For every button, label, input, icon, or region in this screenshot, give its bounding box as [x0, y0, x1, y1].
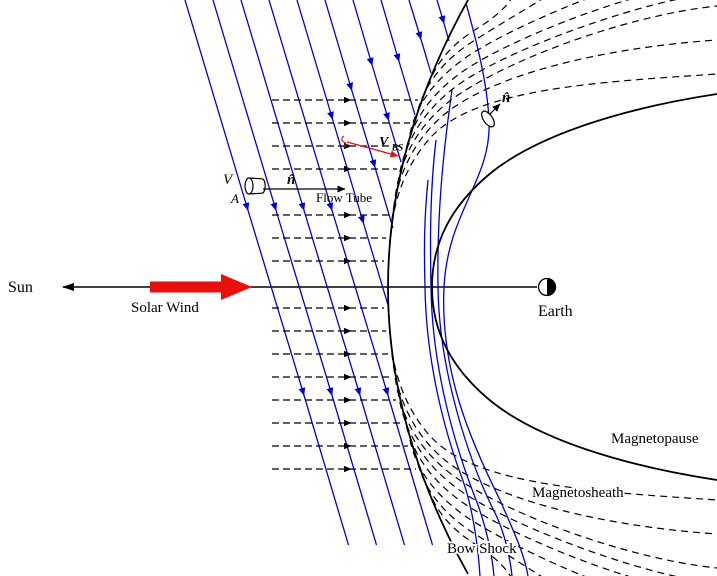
vbs-label: V BS	[379, 135, 403, 154]
magnetosheath-label: Magnetosheath	[532, 485, 624, 501]
draped-field-line	[442, 2, 529, 576]
imf-line	[296, 0, 389, 306]
draped-field-line	[437, 89, 513, 576]
bow-shock-label: Bow Shock	[447, 541, 517, 557]
sheath-streamline	[397, 389, 678, 576]
sheath-streamline	[388, 315, 717, 501]
draped-field-line	[423, 179, 481, 576]
imf-line	[184, 0, 350, 546]
sheath-streamline	[427, 0, 512, 87]
solar-wind-arrow	[150, 274, 252, 300]
imf-line	[380, 0, 416, 116]
solar-wind-label: Solar Wind	[131, 300, 199, 316]
solar-wind-streamlines	[272, 96, 418, 473]
sheath-streamline	[403, 413, 630, 576]
shock-cylinder	[481, 110, 495, 128]
imf-line	[324, 0, 394, 229]
flow-tube-right-cap	[261, 178, 266, 194]
magnetosheath-streamlines-upper	[388, 0, 717, 259]
vbs-arrow	[346, 141, 399, 158]
shock-normal-group	[481, 103, 501, 128]
bow-shock-path	[387, 0, 469, 575]
shock-normal-arrow	[489, 103, 501, 115]
imf-line	[212, 0, 378, 546]
imf-line	[408, 0, 432, 74]
imf-line	[268, 0, 434, 546]
draped-field-line	[429, 139, 495, 576]
earth-symbol	[537, 277, 557, 297]
sheath-streamline	[409, 0, 586, 135]
magnetopause-path	[431, 93, 717, 481]
sheath-streamline	[393, 5, 717, 209]
area-label: A	[230, 191, 239, 206]
sun-label: Sun	[8, 279, 33, 296]
flow-tube-group	[244, 177, 346, 195]
draped-field-lines	[423, 2, 529, 576]
magnetopause-label: Magnetopause	[611, 431, 699, 447]
flow-tube-wall-top	[248, 177, 263, 180]
flow-tube-left-cap	[244, 177, 254, 195]
imf-line	[352, 0, 402, 163]
vbs-label-sub: BS	[391, 144, 404, 154]
bow-shock-curve	[387, 0, 469, 575]
imf-field-lines	[184, 0, 450, 546]
sheath-streamline	[403, 0, 630, 161]
sheath-streamline	[397, 0, 677, 185]
flow-tube-wall-bottom	[248, 192, 263, 195]
sheath-streamline	[393, 365, 717, 569]
earth-night-side	[547, 278, 556, 296]
flow-tube-label: Flow Tube	[316, 190, 372, 205]
magnetopause-curve	[431, 93, 717, 481]
imf-line	[436, 0, 450, 42]
earth-label: Earth	[538, 303, 573, 320]
vbs-arrow-group	[341, 135, 399, 158]
sheath-streamline	[427, 487, 512, 576]
vbs-label-main: V	[379, 135, 390, 150]
imf-line	[240, 0, 406, 546]
shock-normal-label: n̂	[502, 90, 510, 106]
normal-label: n̂	[287, 172, 295, 188]
velocity-label: V	[223, 172, 234, 188]
sheath-streamline	[388, 73, 717, 259]
vbs-tail-mark	[341, 135, 347, 148]
